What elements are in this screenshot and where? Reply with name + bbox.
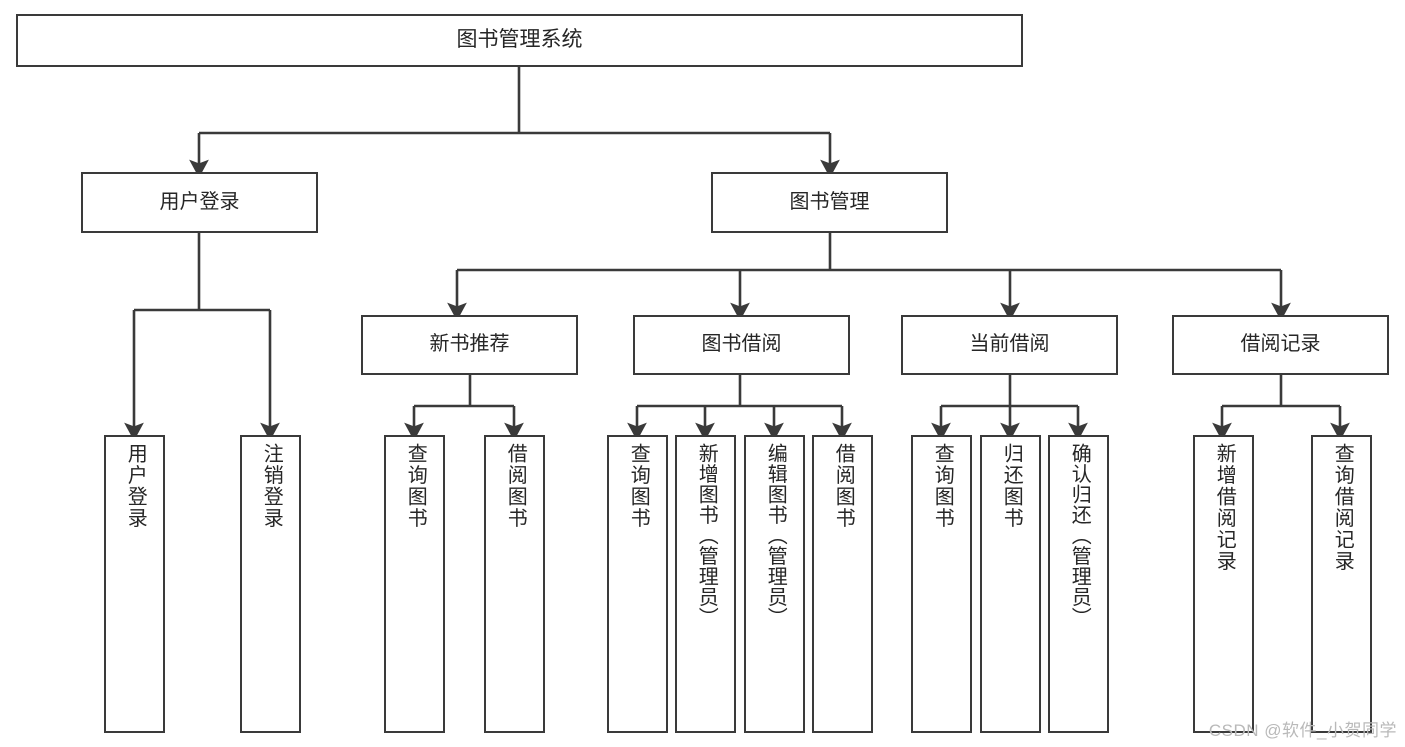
- node-label: 借阅图书: [504, 443, 527, 529]
- node-label: 归还图书: [1000, 443, 1023, 529]
- node-label: 新书推荐: [429, 333, 510, 356]
- node-label: 查询图书: [931, 443, 954, 529]
- node-label: 查询图书: [627, 443, 650, 529]
- watermark-text: CSDN @软件_小贺同学: [1208, 721, 1397, 740]
- node-leaf-edit-book-admin[interactable]: 编辑图书（管理员）: [744, 435, 805, 733]
- node-label: 图书管理: [789, 190, 870, 213]
- node-leaf-borrow-book[interactable]: 借阅图书: [812, 435, 873, 733]
- node-root-system[interactable]: 图书管理系统: [16, 14, 1023, 67]
- node-book-management[interactable]: 图书管理: [711, 172, 948, 233]
- node-label: 新增图书（管理员）: [695, 443, 718, 628]
- node-label: 当前借阅: [969, 333, 1050, 356]
- node-leaf-return-book[interactable]: 归还图书: [980, 435, 1041, 733]
- node-new-book-recommend[interactable]: 新书推荐: [361, 315, 578, 375]
- node-label: 查询图书: [404, 443, 427, 529]
- node-borrow-record[interactable]: 借阅记录: [1172, 315, 1389, 375]
- node-leaf-query-borrow-record[interactable]: 查询借阅记录: [1311, 435, 1372, 733]
- node-label: 注销登录: [260, 443, 283, 529]
- node-label: 编辑图书（管理员）: [764, 443, 787, 628]
- node-leaf-user-login[interactable]: 用户登录: [104, 435, 165, 733]
- node-label: 用户登录: [159, 190, 240, 213]
- node-label: 图书借阅: [701, 333, 782, 356]
- node-leaf-confirm-return-admin[interactable]: 确认归还（管理员）: [1048, 435, 1109, 733]
- node-user-login[interactable]: 用户登录: [81, 172, 318, 233]
- node-label: 借阅图书: [832, 443, 855, 529]
- node-label: 确认归还（管理员）: [1068, 443, 1091, 628]
- node-book-borrow[interactable]: 图书借阅: [633, 315, 850, 375]
- node-label: 查询借阅记录: [1331, 443, 1354, 572]
- node-leaf-query-book-current[interactable]: 查询图书: [911, 435, 972, 733]
- node-leaf-borrow-book-recommend[interactable]: 借阅图书: [484, 435, 545, 733]
- node-label: 借阅记录: [1240, 333, 1321, 356]
- node-leaf-query-book-recommend[interactable]: 查询图书: [384, 435, 445, 733]
- node-label: 新增借阅记录: [1213, 443, 1236, 572]
- node-label: 图书管理系统: [456, 28, 583, 52]
- node-label: 用户登录: [124, 443, 147, 529]
- node-leaf-add-book-admin[interactable]: 新增图书（管理员）: [675, 435, 736, 733]
- node-leaf-add-borrow-record[interactable]: 新增借阅记录: [1193, 435, 1254, 733]
- node-current-borrow[interactable]: 当前借阅: [901, 315, 1118, 375]
- node-leaf-logout[interactable]: 注销登录: [240, 435, 301, 733]
- node-leaf-query-book-borrow[interactable]: 查询图书: [607, 435, 668, 733]
